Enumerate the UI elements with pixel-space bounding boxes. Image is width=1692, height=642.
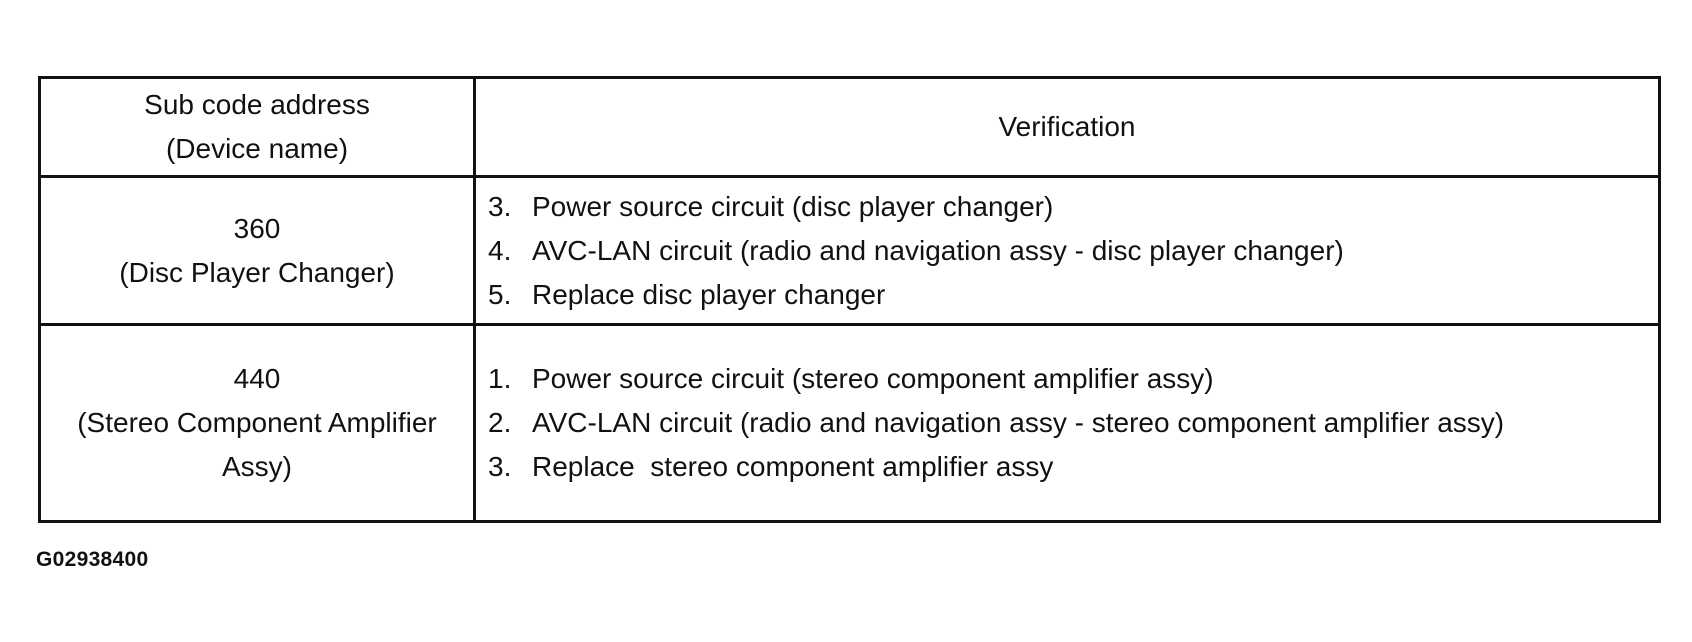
list-item: 1. Power source circuit (stereo componen… — [488, 357, 1646, 401]
step-number: 3. — [488, 190, 512, 222]
address-cell: 360 (Disc Player Changer) — [38, 175, 476, 326]
step-text: Replace stereo component amplifier assy — [532, 451, 1054, 482]
device-name-line2: Assy) — [222, 451, 292, 482]
step-text: AVC-LAN circuit (radio and navigation as… — [532, 407, 1505, 438]
list-item: 3. Replace stereo component amplifier as… — [488, 445, 1646, 489]
step-text: Power source circuit (stereo component a… — [532, 363, 1214, 394]
address-cell: 440 (Stereo Component Amplifier Assy) — [38, 323, 476, 523]
verification-steps-cell: 3. Power source circuit (disc player cha… — [473, 175, 1661, 326]
figure-id: G02938400 — [36, 548, 149, 571]
list-item: 3. Power source circuit (disc player cha… — [488, 185, 1646, 229]
list-item: 4. AVC-LAN circuit (radio and navigation… — [488, 229, 1646, 273]
address-code: 360 — [233, 212, 281, 244]
list-item: 2. AVC-LAN circuit (radio and navigation… — [488, 401, 1646, 445]
header-col1-line2: (Device name) — [165, 133, 349, 164]
step-text: Power source circuit (disc player change… — [532, 190, 1054, 222]
table-row: 440 (Stereo Component Amplifier Assy) 1.… — [38, 323, 1661, 523]
list-item: 5. Replace disc player changer — [488, 273, 1646, 317]
device-name: (Disc Player Changer) — [119, 256, 395, 288]
verification-steps-cell: 1. Power source circuit (stereo componen… — [473, 323, 1661, 523]
verification-table: Sub code address (Device name) Verificat… — [38, 76, 1661, 523]
table-row: 360 (Disc Player Changer) 3. Power sourc… — [38, 175, 1661, 326]
header-verification: Verification — [473, 76, 1661, 178]
address-code: 440 — [233, 363, 281, 394]
step-number: 3. — [488, 451, 512, 482]
device-name-line1: (Stereo Component Amplifier — [77, 407, 437, 438]
step-number: 1. — [488, 363, 512, 394]
table-header-row: Sub code address (Device name) Verificat… — [38, 76, 1661, 178]
step-text: Replace disc player changer — [532, 278, 886, 310]
header-sub-code-address: Sub code address (Device name) — [38, 76, 476, 178]
header-col1-line1: Sub code address — [144, 89, 370, 120]
step-number: 2. — [488, 407, 512, 438]
step-number: 4. — [488, 234, 512, 266]
verification-steps: 1. Power source circuit (stereo componen… — [488, 357, 1646, 489]
step-text: AVC-LAN circuit (radio and navigation as… — [532, 234, 1344, 266]
step-number: 5. — [488, 278, 512, 310]
verification-steps: 3. Power source circuit (disc player cha… — [488, 185, 1646, 317]
